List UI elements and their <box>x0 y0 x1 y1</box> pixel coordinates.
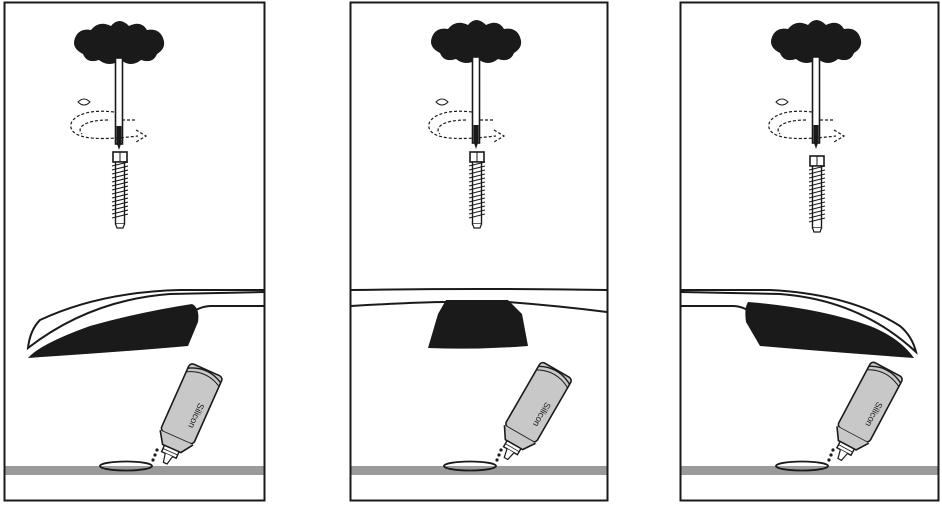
silicone-tube-icon: Silicon <box>489 360 574 469</box>
silicone-drops <box>151 448 159 462</box>
bolt-icon <box>111 151 129 229</box>
panel-frame <box>349 1 609 502</box>
bolt-icon <box>808 155 826 233</box>
panel-1: Silicon <box>3 1 266 502</box>
knob-tool-icon <box>430 19 522 150</box>
roof-rail-icon <box>350 288 608 349</box>
roof-rail-icon <box>26 289 265 358</box>
knob-tool-icon <box>73 20 165 151</box>
silicone-tube-icon: Silicon <box>823 360 905 469</box>
bolt-icon <box>468 151 486 229</box>
roof-rail-icon <box>680 289 918 358</box>
silicone-drops <box>495 448 503 462</box>
silicone-tube-icon: Silicon <box>147 361 224 472</box>
panel-frame <box>679 1 940 502</box>
knob-tool-icon <box>770 19 862 150</box>
rotate-arrow-icon <box>428 98 505 143</box>
silicone-ring-icon <box>775 460 829 472</box>
rotate-arrow-icon <box>768 98 845 143</box>
silicone-ring-icon <box>443 460 497 472</box>
silicone-drops <box>827 448 835 462</box>
panel-3: Silicon <box>679 1 940 502</box>
rotate-arrow-icon <box>70 98 147 143</box>
panel-frame <box>3 1 266 502</box>
silicone-ring-icon <box>99 460 153 472</box>
panel-2: Silicon <box>349 1 609 502</box>
